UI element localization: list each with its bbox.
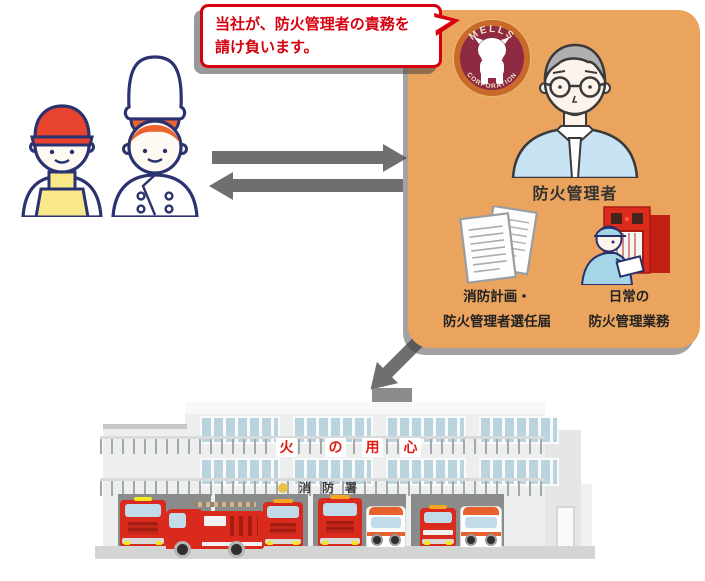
station-driveway <box>95 546 595 559</box>
fire-manager-illustration <box>511 43 639 178</box>
fire-cabinet-inspection-icon <box>580 206 670 285</box>
fire-engine-side <box>166 502 264 558</box>
balcony-railing <box>100 478 545 496</box>
manager-label: 防火管理者 <box>532 186 618 203</box>
arrow-down-left-icon <box>370 336 425 390</box>
fire-caution-sign: 心 <box>400 438 421 457</box>
fire-station-illustration: 火 の 用 心 消 防 署 <box>95 388 600 568</box>
speech-bubble-line-2: 請け負います。 <box>215 39 319 57</box>
fire-truck-front <box>318 495 362 546</box>
ambulance-front <box>460 506 502 548</box>
fire-caution-sign: の <box>325 438 346 457</box>
bulldog-icon <box>474 37 510 84</box>
balcony-railing <box>100 436 545 454</box>
inspector-worker-icon <box>580 225 645 285</box>
fire-station-emblem-icon <box>278 482 288 493</box>
documents-label: 消防計画・ 防火管理者選任届 <box>443 289 551 329</box>
daily-work-label: 日常の 防火管理業務 <box>588 289 670 329</box>
arrow-right-icon <box>212 151 384 164</box>
arrow-left-head-icon <box>209 172 233 200</box>
fire-station-sign: 消 防 署 <box>278 479 357 496</box>
arrow-right-head-icon <box>383 144 407 172</box>
command-car-front <box>420 505 456 546</box>
speech-bubble-line-1: 当社が、防火管理者の責務を <box>215 16 410 33</box>
documents-icon <box>459 206 539 284</box>
fire-caution-sign: 火 <box>276 438 297 457</box>
kitchen-worker-icon <box>21 104 103 217</box>
speech-bubble: 当社が、防火管理者の責務を 請け負います。 <box>200 4 442 68</box>
ambulance-front <box>366 506 406 548</box>
glasses-icon <box>545 76 605 98</box>
speech-bubble-tail <box>434 13 460 36</box>
fire-truck-front <box>263 499 303 546</box>
fire-caution-sign: 用 <box>362 438 383 457</box>
chef-icon <box>111 55 199 217</box>
arrow-left-icon <box>233 179 403 192</box>
fire-truck-front <box>120 497 166 546</box>
restaurant-staff-illustration <box>21 55 199 217</box>
rooftop-structure <box>372 388 412 404</box>
mells-corporation-logo: MELLS CORPORATION <box>452 18 532 98</box>
